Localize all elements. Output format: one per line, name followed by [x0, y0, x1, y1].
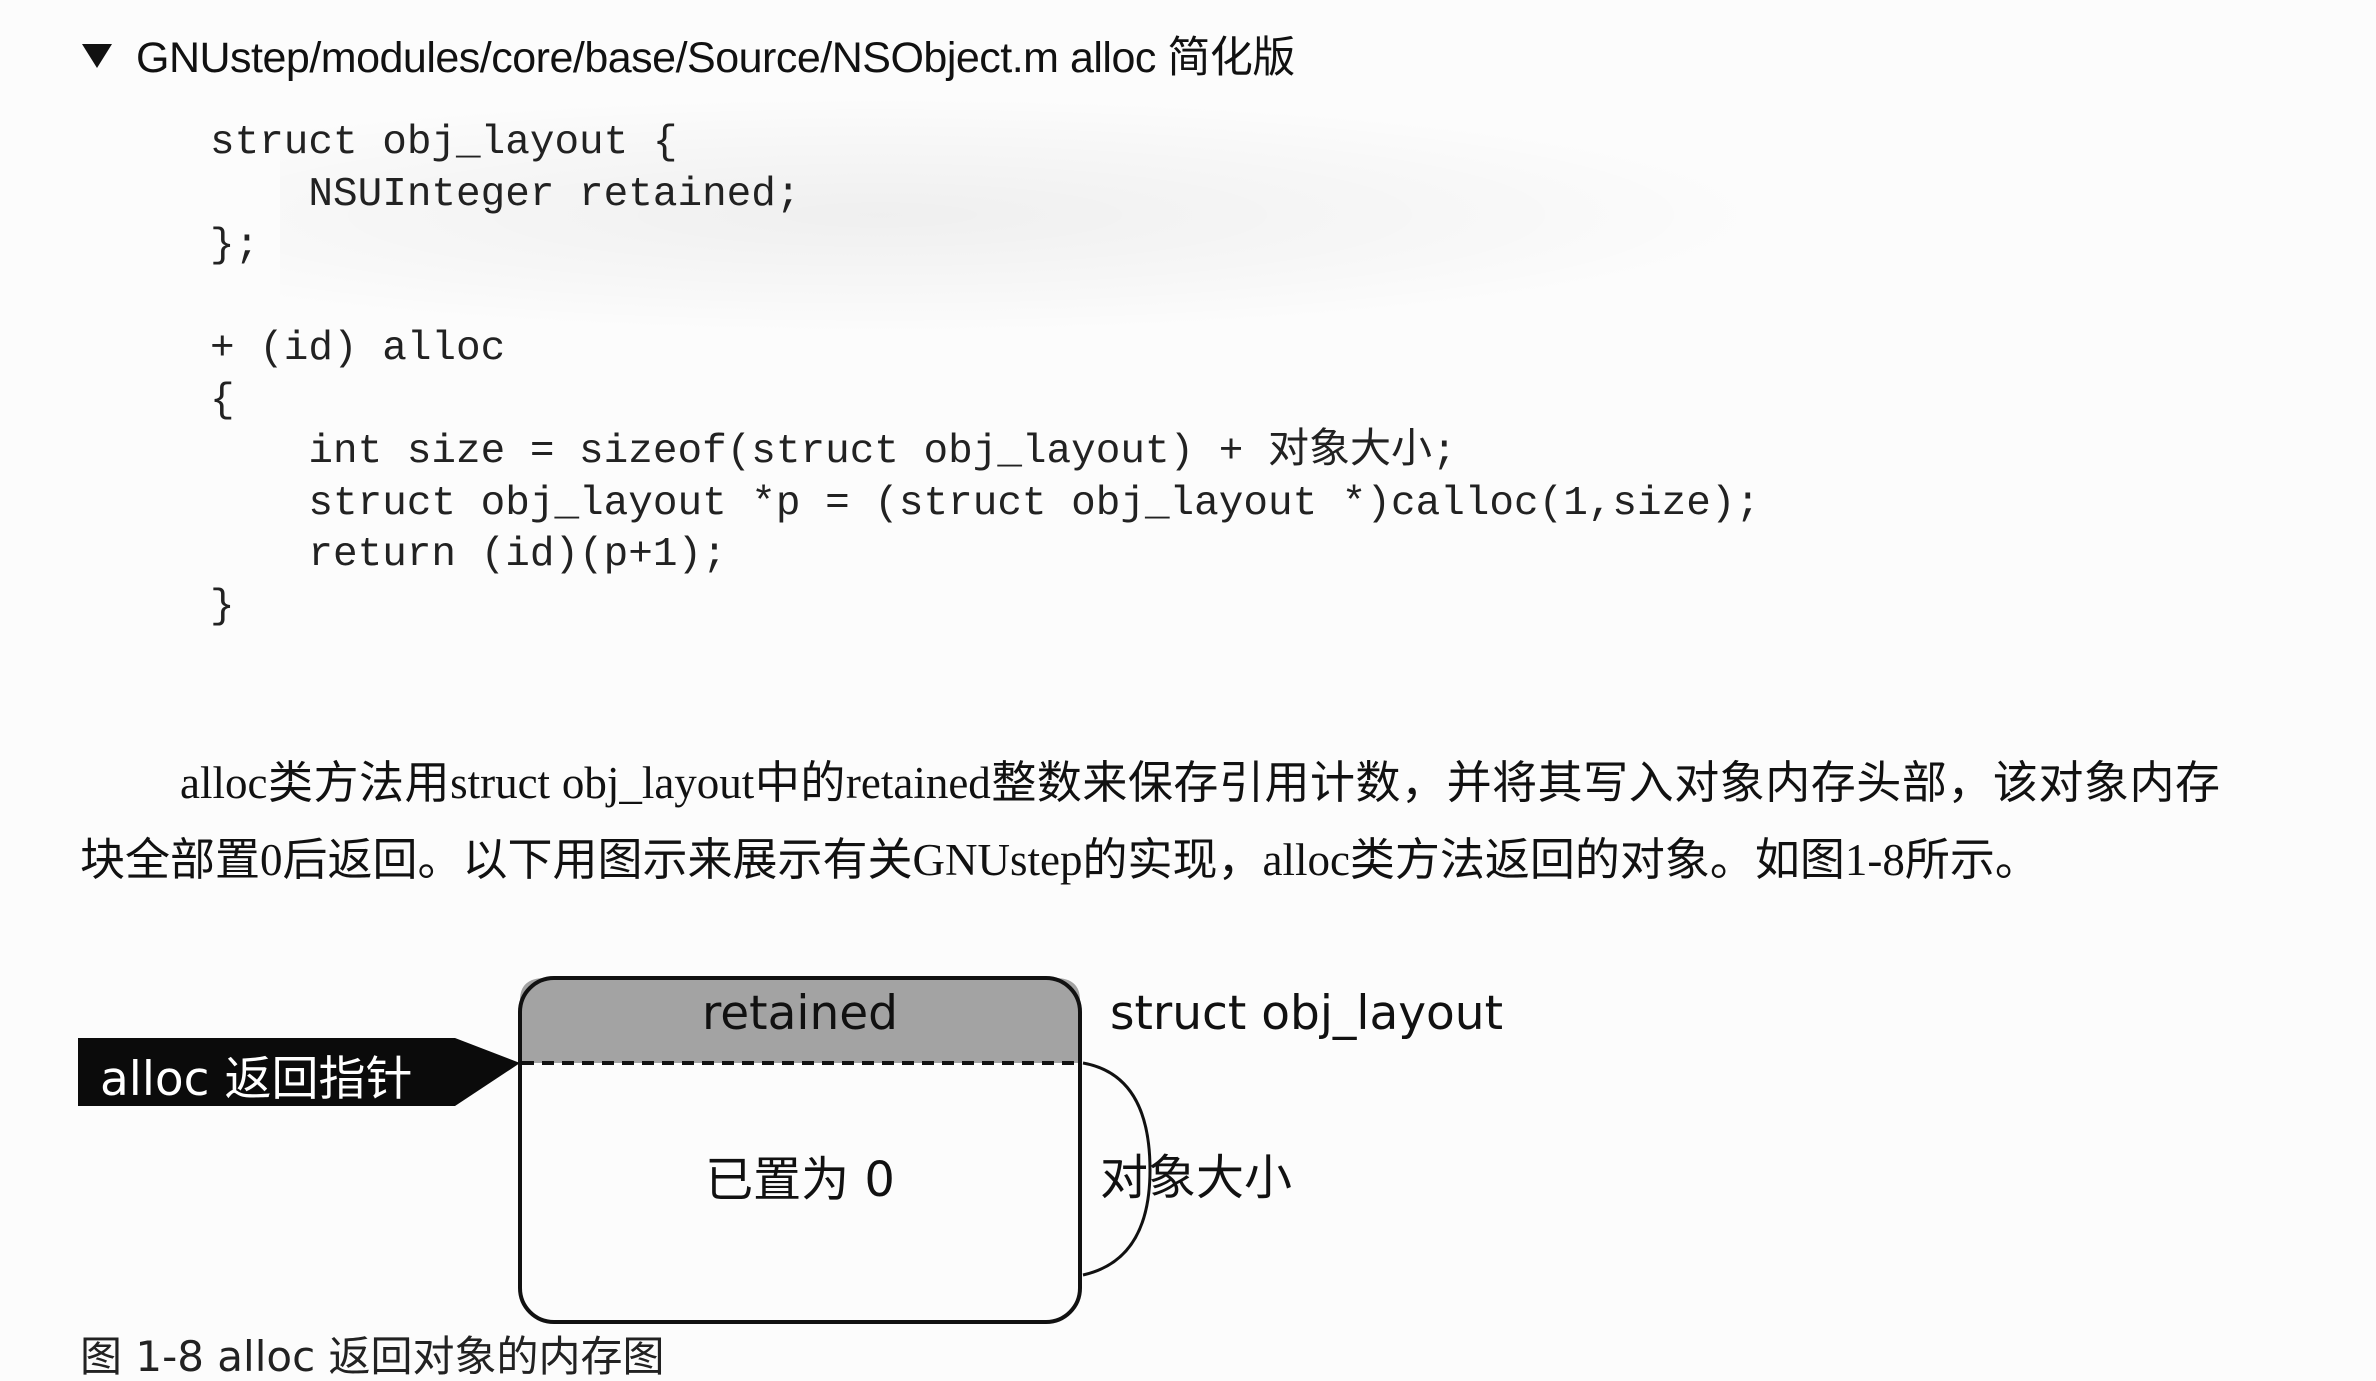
document-page: GNUstep/modules/core/base/Source/NSObjec… [0, 24, 2376, 1378]
retained-region [520, 978, 1080, 1063]
memory-diagram: alloc 返回指针 retained struct obj_layout 已置… [0, 960, 2376, 1350]
code-line: }; [210, 223, 260, 269]
size-brace [1082, 1061, 1152, 1277]
code-line [210, 273, 1760, 325]
retained-label: retained [701, 986, 899, 1041]
scan-noise [280, 95, 1780, 335]
code-line: } [210, 583, 235, 630]
code-line: { [210, 377, 235, 424]
code-block: struct obj_layout { NSUInteger retained;… [210, 118, 1760, 633]
source-header-text: GNUstep/modules/core/base/Source/NSObjec… [136, 34, 1295, 82]
body-paragraph: alloc类方法用struct obj_layout中的retained整数来保… [80, 758, 2220, 885]
code-line: + (id) alloc [210, 326, 506, 372]
figure-caption: 图 1-8 alloc 返回对象的内存图 [80, 1336, 720, 1378]
pointer-label: alloc 返回指针 [100, 1052, 413, 1107]
source-header[interactable]: GNUstep/modules/core/base/Source/NSObjec… [82, 24, 1295, 84]
disclosure-triangle-icon[interactable] [82, 44, 112, 68]
pointer-arrow [78, 1038, 520, 1106]
code-line: struct obj_layout { [210, 120, 678, 166]
object-size-label: 对象大小 [1100, 1150, 1293, 1206]
code-line: NSUInteger retained; [210, 171, 801, 218]
figure-caption-text: 图 1-8 alloc 返回对象的内存图 [80, 1332, 665, 1381]
struct-label: struct obj_layout [1110, 986, 1504, 1041]
zeroed-label: 已置为 0 [705, 1152, 895, 1208]
memory-diagram-graphic [78, 976, 1152, 1324]
code-line: return (id)(p+1); [210, 532, 727, 578]
code-line: int size = sizeof(struct obj_layout) + 对… [210, 429, 1457, 475]
object-block-outline [518, 976, 1082, 1324]
code-line: struct obj_layout *p = (struct obj_layou… [210, 480, 1761, 527]
